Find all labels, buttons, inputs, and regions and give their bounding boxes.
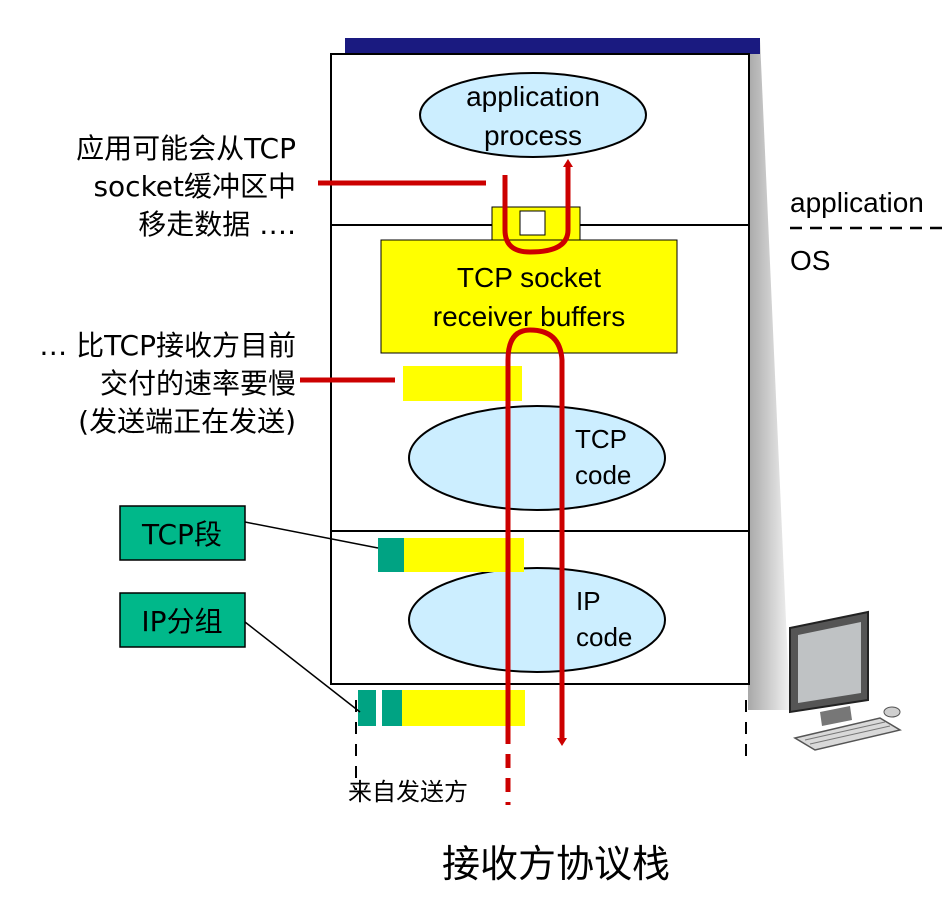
ip-packet-header-gap bbox=[376, 690, 382, 726]
app-read-path bbox=[502, 159, 573, 255]
tcp-segment-pointer bbox=[244, 521, 379, 549]
data-flow-path bbox=[505, 327, 567, 746]
stack-top-bar bbox=[345, 38, 760, 54]
slower-rate-line-2: 交付的速率要慢 bbox=[100, 367, 296, 400]
application-process-ellipse bbox=[419, 72, 647, 158]
app-removes-line-2: socket缓冲区中 bbox=[93, 170, 296, 203]
ip-code-label-2: code bbox=[576, 622, 632, 652]
slower-rate-line-3: (发送端正在发送) bbox=[78, 405, 296, 438]
app-removes-line-3: 移走数据 …. bbox=[138, 208, 296, 241]
tcp-data-block bbox=[403, 366, 522, 401]
receiver-buffers-label-1: TCP socket bbox=[457, 262, 601, 293]
tcp-code-label-1: TCP bbox=[575, 424, 627, 454]
boundary-application-label: application bbox=[790, 187, 924, 218]
ip-packet-data bbox=[402, 690, 525, 726]
tcp-segment-label-box bbox=[119, 505, 246, 561]
application-process-label-2: process bbox=[484, 120, 582, 151]
tcp-segment-label: TCP段 bbox=[141, 518, 222, 551]
tcp-code-label-2: code bbox=[575, 460, 631, 490]
ip-packet-label: IP分组 bbox=[141, 605, 222, 638]
ip-packet-header-1 bbox=[358, 690, 376, 726]
from-sender-label: 来自发送方 bbox=[348, 778, 468, 806]
tcp-code-ellipse bbox=[408, 405, 666, 511]
tcp-segment-header bbox=[378, 538, 404, 572]
ip-packet-label-box bbox=[119, 592, 246, 648]
app-removes-line-1: 应用可能会从TCP bbox=[76, 132, 296, 165]
application-process-label-1: application bbox=[466, 81, 600, 112]
ip-packet-pointer bbox=[244, 621, 361, 713]
boundary-os-label: OS bbox=[790, 245, 830, 276]
stack-side-face bbox=[748, 40, 790, 710]
tcp-socket-receiver-buffers bbox=[380, 239, 678, 354]
tcp-segment-data bbox=[404, 538, 524, 572]
ip-code-label-1: IP bbox=[576, 586, 601, 616]
slower-rate-line-1: … 比TCP接收方目前 bbox=[39, 329, 296, 362]
ip-code-ellipse bbox=[408, 567, 666, 673]
diagram-caption: 接收方协议栈 bbox=[442, 842, 670, 886]
desktop-computer-icon bbox=[789, 610, 902, 751]
socket-buffer-slot bbox=[519, 210, 546, 236]
ip-packet-header-2 bbox=[382, 690, 402, 726]
receiver-buffers-label-2: receiver buffers bbox=[433, 301, 625, 332]
